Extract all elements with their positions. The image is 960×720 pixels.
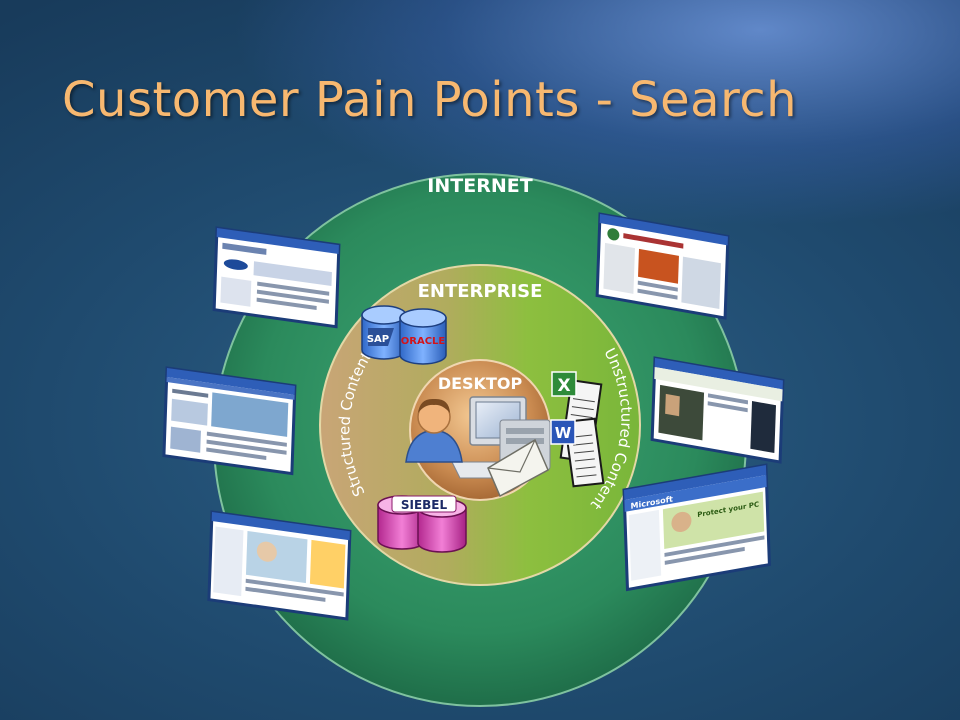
oracle-label: ORACLE xyxy=(401,336,446,347)
sap-database-icon: SAP xyxy=(361,305,407,360)
desktop-label: DESKTOP xyxy=(438,374,523,393)
envelope-icon xyxy=(487,438,549,498)
user-icon xyxy=(405,398,463,463)
word-document-icon: W xyxy=(550,417,605,488)
web-page-thumbnail-left-middle xyxy=(162,366,297,476)
word-logo-letter: W xyxy=(555,424,572,442)
siebel-label: SIEBEL xyxy=(401,498,448,512)
web-page-thumbnail-left-top xyxy=(212,226,341,329)
web-page-thumbnail-right-middle xyxy=(650,356,785,464)
enterprise-label: ENTERPRISE xyxy=(418,281,543,302)
web-page-thumbnail-right-top xyxy=(595,212,730,320)
internet-label: INTERNET xyxy=(427,175,532,197)
web-page-thumbnail-right-bottom: Microsoft Protect your PC xyxy=(622,463,771,592)
oracle-database-icon: ORACLE xyxy=(399,308,447,365)
web-page-thumbnail-left-bottom xyxy=(207,510,352,621)
sap-label: SAP xyxy=(367,334,389,345)
siebel-database-icon: SIEBEL xyxy=(377,495,467,553)
slide-title: Customer Pain Points - Search xyxy=(62,72,798,128)
excel-logo-letter: X xyxy=(557,376,570,396)
